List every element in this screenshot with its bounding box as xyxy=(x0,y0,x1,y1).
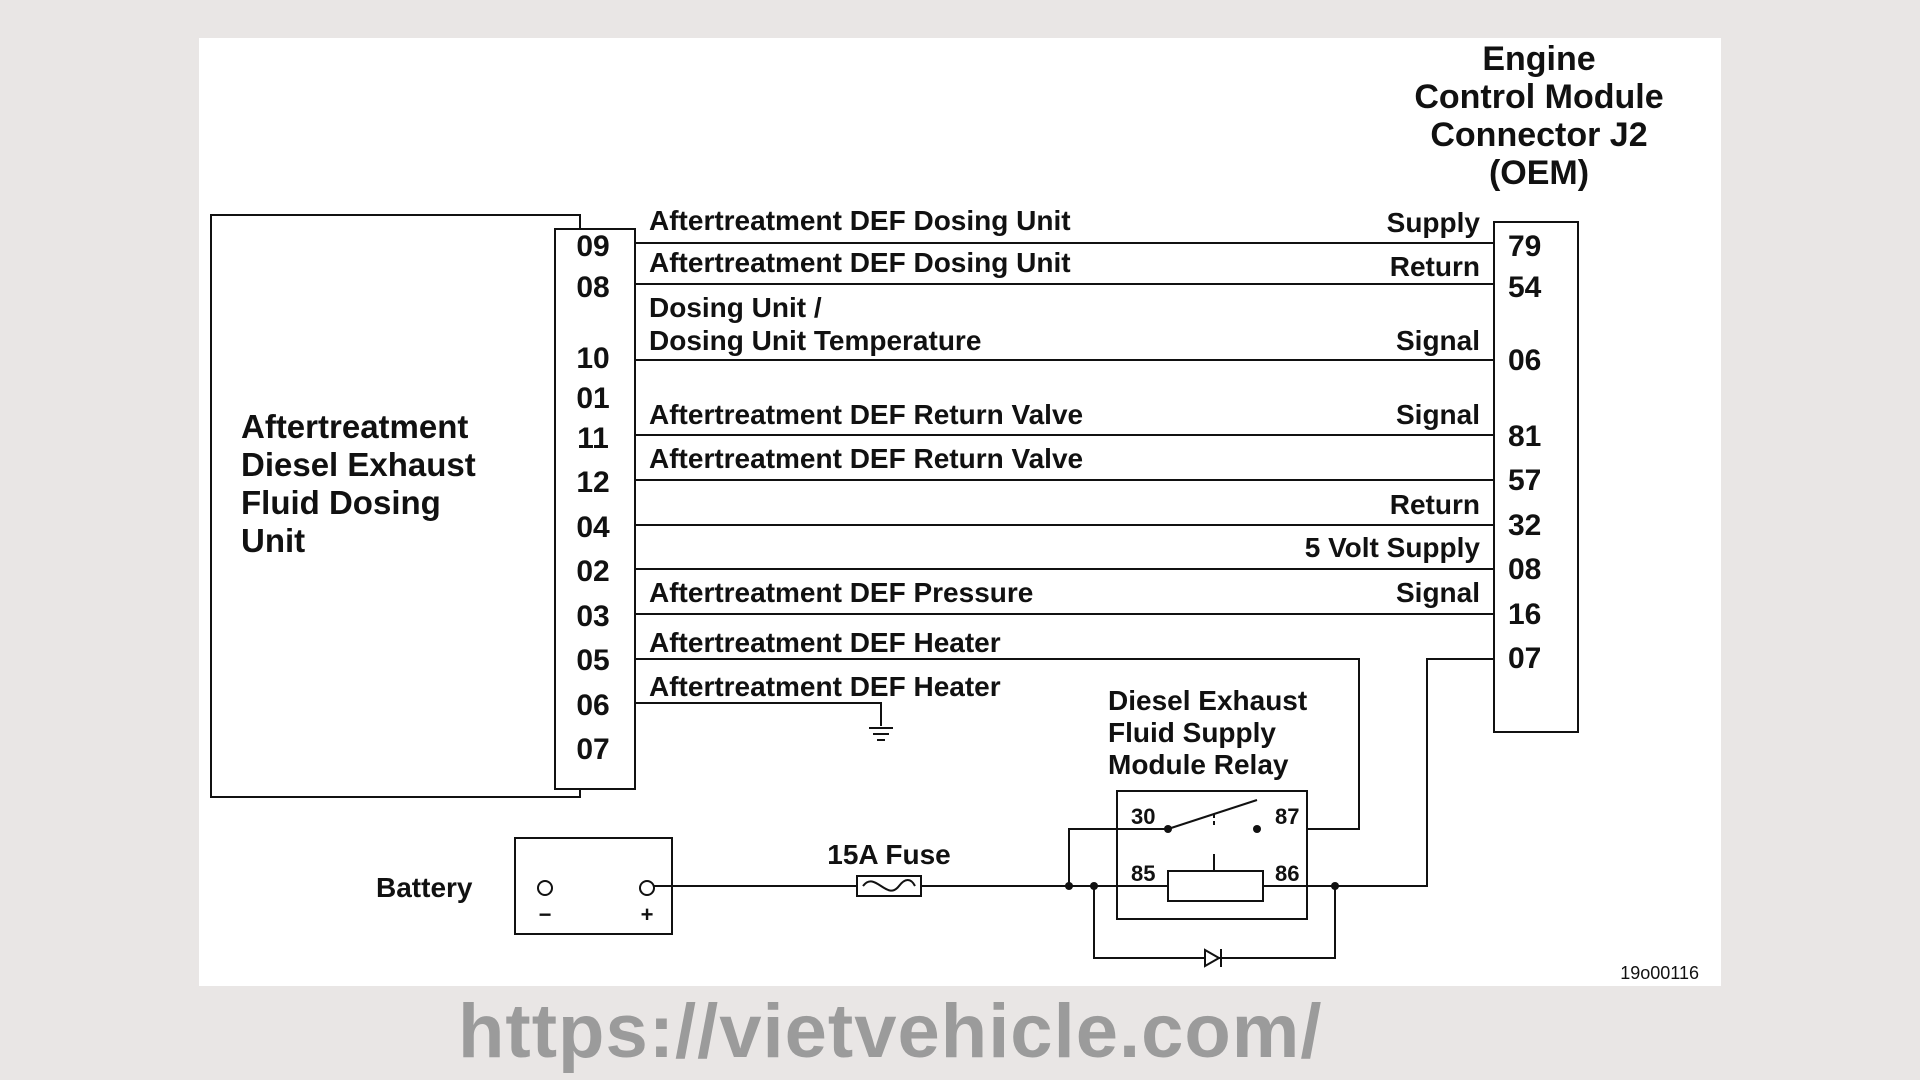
wire-label: Aftertreatment DEF Heater xyxy=(649,627,1001,658)
ecm-title-line-2: Control Module xyxy=(1414,78,1663,116)
wire-label: Aftertreatment DEF Return Valve xyxy=(649,443,1083,474)
ecm-pin: 81 xyxy=(1508,420,1541,453)
wire-function-label: Signal xyxy=(1396,577,1480,608)
wire-function-label: Return xyxy=(1390,251,1480,282)
wire-relay-30 xyxy=(1068,828,1168,886)
dosing-pin: 10 xyxy=(576,342,609,375)
diagram-panel: Engine Control Module Connector J2 (OEM)… xyxy=(199,38,1721,986)
battery-plus-label: + xyxy=(641,902,654,927)
dosing-unit-box xyxy=(210,214,581,798)
diode-icon xyxy=(1204,948,1222,968)
wiring-diagram: Engine Control Module Connector J2 (OEM)… xyxy=(210,40,1699,983)
dosing-pin: 02 xyxy=(576,555,609,588)
wire-label: Aftertreatment DEF Heater xyxy=(649,671,1001,702)
relay-terminal-86: 86 xyxy=(1275,861,1299,886)
ecm-pin: 57 xyxy=(1508,464,1541,497)
dosing-unit-label-line-2: Diesel Exhaust xyxy=(241,446,476,483)
relay-terminal-30: 30 xyxy=(1131,804,1155,829)
dosing-pin: 07 xyxy=(576,733,609,766)
relay-label-line-3: Module Relay xyxy=(1108,749,1289,780)
dosing-pin: 11 xyxy=(577,422,609,455)
relay-label-line-1: Diesel Exhaust xyxy=(1108,685,1307,716)
junction-dot xyxy=(1065,882,1073,890)
wire-label: Dosing Unit Temperature xyxy=(649,325,981,356)
ecm-pin: 06 xyxy=(1508,344,1541,377)
wire-label: Aftertreatment DEF Pressure xyxy=(649,577,1033,608)
dosing-pin: 06 xyxy=(576,689,609,722)
ecm-title: Engine Control Module Connector J2 (OEM) xyxy=(1414,40,1663,192)
wire-function-label: Return xyxy=(1390,489,1480,520)
battery-positive-terminal-icon xyxy=(639,880,655,896)
relay-terminal-85: 85 xyxy=(1131,861,1155,886)
relay-label-line-2: Fluid Supply xyxy=(1108,717,1276,748)
ecm-pin: 32 xyxy=(1508,509,1541,542)
ecm-title-line-3: Connector J2 xyxy=(1430,116,1647,154)
ecm-pin: 54 xyxy=(1508,271,1542,304)
dosing-unit-label-line-4: Unit xyxy=(241,522,305,559)
dosing-pin: 03 xyxy=(576,600,609,633)
wire-function-label: Supply xyxy=(1387,207,1481,238)
dosing-pin: 05 xyxy=(576,644,609,677)
wire-ecm-07-to-relay xyxy=(1335,658,1494,887)
relay-terminal-87: 87 xyxy=(1275,804,1299,829)
ecm-pin: 16 xyxy=(1508,598,1541,631)
battery-negative-terminal-icon xyxy=(537,880,553,896)
dosing-pin: 09 xyxy=(576,230,609,263)
ecm-pin: 08 xyxy=(1508,553,1541,586)
dosing-unit-label-line-3: Fluid Dosing xyxy=(241,484,441,521)
wire-function-label: 5 Volt Supply xyxy=(1305,532,1481,563)
battery-label: Battery xyxy=(376,872,473,903)
battery-minus-label: − xyxy=(539,902,552,927)
dosing-pin: 04 xyxy=(576,511,610,544)
fuse-label: 15A Fuse xyxy=(827,839,950,870)
ecm-pin: 07 xyxy=(1508,642,1541,675)
wire-label: Aftertreatment DEF Dosing Unit xyxy=(649,205,1071,236)
ecm-connector xyxy=(1493,221,1579,733)
wire-function-label: Signal xyxy=(1396,399,1480,430)
fuse-icon xyxy=(856,875,922,897)
footer-url: https://vietvehicle.com/ xyxy=(458,989,1323,1074)
dosing-unit-label-line-1: Aftertreatment xyxy=(241,408,468,445)
wire-label: Aftertreatment DEF Return Valve xyxy=(649,399,1083,430)
wire-function-label: Signal xyxy=(1396,325,1480,356)
wire-label: Dosing Unit / xyxy=(649,292,822,323)
dosing-pin: 12 xyxy=(576,466,609,499)
dosing-unit-connector xyxy=(554,228,636,790)
ecm-title-line-1: Engine xyxy=(1482,40,1595,78)
dosing-pin: 01 xyxy=(576,382,609,415)
ecm-pin: 79 xyxy=(1508,230,1541,263)
wire-heater-to-ground xyxy=(635,702,882,726)
wire-label: Aftertreatment DEF Dosing Unit xyxy=(649,247,1071,278)
ground-icon xyxy=(869,727,893,741)
dosing-pin: 08 xyxy=(576,271,609,304)
ecm-title-line-4: (OEM) xyxy=(1489,154,1589,192)
figure-id: 19o00116 xyxy=(1620,963,1699,983)
